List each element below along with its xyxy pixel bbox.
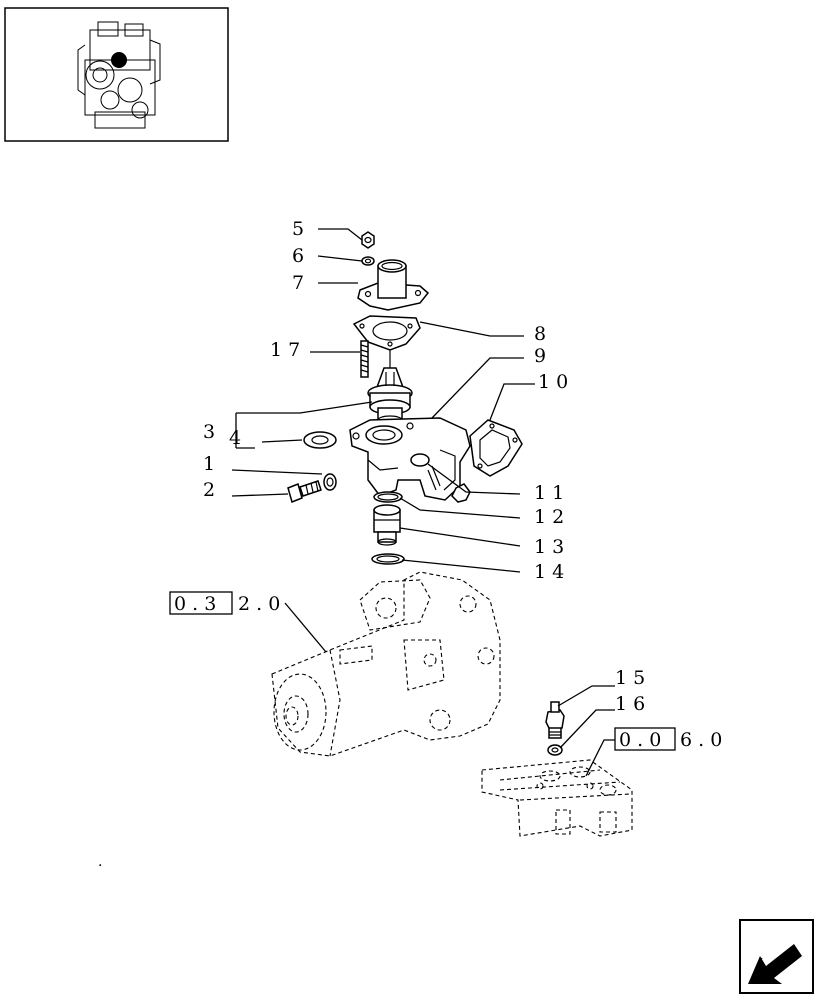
bolt-washer-part — [323, 473, 337, 491]
reference-cylinder-head-boxed: 0 . 0 — [619, 729, 661, 751]
washer-part — [361, 256, 375, 266]
sensor-washer-part — [547, 744, 563, 756]
callout-15: 1 5 — [615, 667, 645, 689]
prev-page-arrow-icon[interactable] — [739, 919, 814, 994]
temperature-sensor-part — [545, 701, 565, 739]
callout-12: 1 2 — [534, 506, 564, 528]
callout-17: 1 7 — [270, 339, 300, 361]
callout-3: 3 — [203, 421, 215, 443]
footnote-mark: . — [98, 854, 102, 870]
callout-16: 1 6 — [615, 693, 645, 715]
thermostat-housing-part — [349, 417, 471, 501]
lower-o-ring-part — [371, 553, 405, 565]
o-ring-part — [373, 491, 403, 503]
leader-lines — [231, 228, 615, 777]
reference-water-pump-rest: 2 . 0 — [238, 593, 280, 615]
reference-cylinder-head[interactable]: 0 . 0 6 . 0 — [614, 727, 722, 751]
callout-9: 9 — [534, 345, 546, 367]
callout-14: 1 4 — [534, 561, 564, 583]
plug-part — [451, 483, 471, 503]
bolt-part — [287, 480, 322, 504]
stud-part — [360, 340, 369, 378]
callout-2: 2 — [203, 479, 215, 501]
callout-5: 5 — [292, 218, 304, 240]
cylinder-head-outline — [481, 759, 633, 837]
callout-10: 1 0 — [538, 371, 568, 393]
water-pump-outline — [271, 571, 501, 757]
callout-13: 1 3 — [534, 536, 564, 558]
callout-7: 7 — [292, 272, 304, 294]
engine-thumbnail-icon[interactable] — [4, 7, 229, 142]
thermostat-part — [367, 350, 413, 425]
callout-4: 4 — [229, 427, 241, 449]
callout-8: 8 — [534, 323, 546, 345]
bypass-valve-part — [373, 504, 401, 546]
callout-11: 1 1 — [534, 482, 564, 504]
reference-water-pump-boxed: 0 . 3 — [174, 593, 216, 615]
reference-water-pump[interactable]: 0 . 3 2 . 0 — [169, 591, 280, 615]
side-gasket-part — [469, 419, 523, 477]
gasket-part — [352, 315, 421, 351]
nut-part — [361, 231, 375, 249]
callout-6: 6 — [292, 245, 304, 267]
thermostat-cover-part — [357, 259, 430, 311]
callout-1: 1 — [203, 453, 215, 475]
seal-ring-part — [303, 431, 337, 449]
reference-cylinder-head-rest: 6 . 0 — [680, 729, 722, 751]
callout-labels: 5 6 7 8 1 7 9 1 0 3 4 1 2 1 1 1 2 1 3 1 … — [203, 218, 645, 715]
